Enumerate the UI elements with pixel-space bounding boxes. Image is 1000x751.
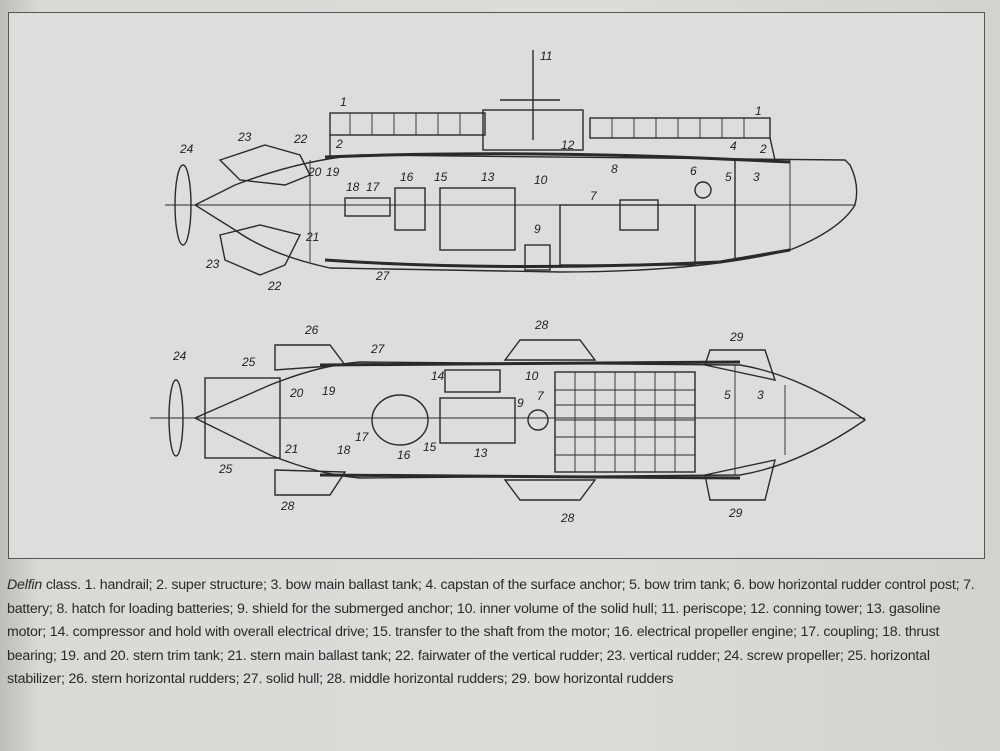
part-label: 25 bbox=[241, 355, 256, 369]
part-label: 15 bbox=[423, 440, 437, 454]
part-label: 1 bbox=[340, 95, 347, 109]
part-label: 25 bbox=[218, 462, 233, 476]
part-label: 22 bbox=[267, 279, 282, 293]
top-view bbox=[150, 339, 867, 501]
part-label: 18 bbox=[337, 443, 351, 457]
part-label: 6 bbox=[690, 164, 697, 178]
part-label: 9 bbox=[534, 222, 541, 236]
part-label: 17 bbox=[355, 430, 370, 444]
part-label: 20 bbox=[289, 386, 304, 400]
part-label: 5 bbox=[725, 170, 732, 184]
part-label: 10 bbox=[534, 173, 548, 187]
part-label: 9 bbox=[517, 396, 524, 410]
part-label: 19 bbox=[322, 384, 336, 398]
side-view bbox=[165, 50, 858, 276]
part-label: 21 bbox=[284, 442, 298, 456]
part-label: 21 bbox=[305, 230, 319, 244]
part-label: 24 bbox=[179, 142, 194, 156]
part-label: 20 bbox=[307, 165, 322, 179]
part-label: 29 bbox=[729, 330, 744, 344]
part-label: 18 bbox=[346, 180, 360, 194]
part-label: 22 bbox=[293, 132, 308, 146]
part-label: 4 bbox=[730, 139, 737, 153]
part-label: 19 bbox=[326, 165, 340, 179]
part-label: 24 bbox=[172, 349, 187, 363]
part-label: 16 bbox=[400, 170, 414, 184]
part-label: 28 bbox=[280, 499, 295, 513]
part-label: 3 bbox=[753, 170, 760, 184]
part-label: 2 bbox=[335, 137, 343, 151]
part-label: 7 bbox=[590, 189, 598, 203]
caption-text: class. 1. handrail; 2. super structure; … bbox=[7, 577, 975, 688]
part-label: 29 bbox=[728, 506, 743, 520]
part-label: 13 bbox=[474, 446, 488, 460]
part-label: 28 bbox=[534, 318, 549, 332]
part-label: 3 bbox=[757, 388, 764, 402]
caption-title: Delfin bbox=[7, 577, 43, 593]
part-label: 10 bbox=[525, 369, 539, 383]
part-label: 16 bbox=[397, 448, 411, 462]
part-label: 23 bbox=[205, 257, 220, 271]
part-label: 27 bbox=[370, 342, 386, 356]
part-label: 27 bbox=[375, 269, 391, 283]
submarine-diagram: 1 1 2 2 3 4 5 6 7 8 9 10 11 12 13 15 16 … bbox=[150, 49, 867, 525]
part-label: 15 bbox=[434, 170, 448, 184]
part-label: 11 bbox=[540, 49, 552, 63]
part-label: 17 bbox=[366, 180, 381, 194]
part-label: 28 bbox=[560, 511, 575, 525]
top-view-labels: 24 25 25 26 27 28 28 28 29 29 20 19 21 1… bbox=[172, 318, 764, 525]
figure-caption: Delfin class. 1. handrail; 2. super stru… bbox=[7, 574, 982, 692]
part-label: 14 bbox=[431, 369, 445, 383]
part-label: 8 bbox=[611, 162, 618, 176]
part-label: 26 bbox=[304, 323, 319, 337]
part-label: 13 bbox=[481, 170, 495, 184]
part-label: 7 bbox=[537, 389, 545, 403]
figure-frame bbox=[8, 12, 985, 559]
side-view-labels: 1 1 2 2 3 4 5 6 7 8 9 10 11 12 13 15 16 … bbox=[179, 49, 767, 293]
part-label: 5 bbox=[724, 388, 731, 402]
part-label: 23 bbox=[237, 130, 252, 144]
part-label: 12 bbox=[561, 138, 575, 152]
part-label: 1 bbox=[755, 104, 762, 118]
part-label: 2 bbox=[759, 142, 767, 156]
